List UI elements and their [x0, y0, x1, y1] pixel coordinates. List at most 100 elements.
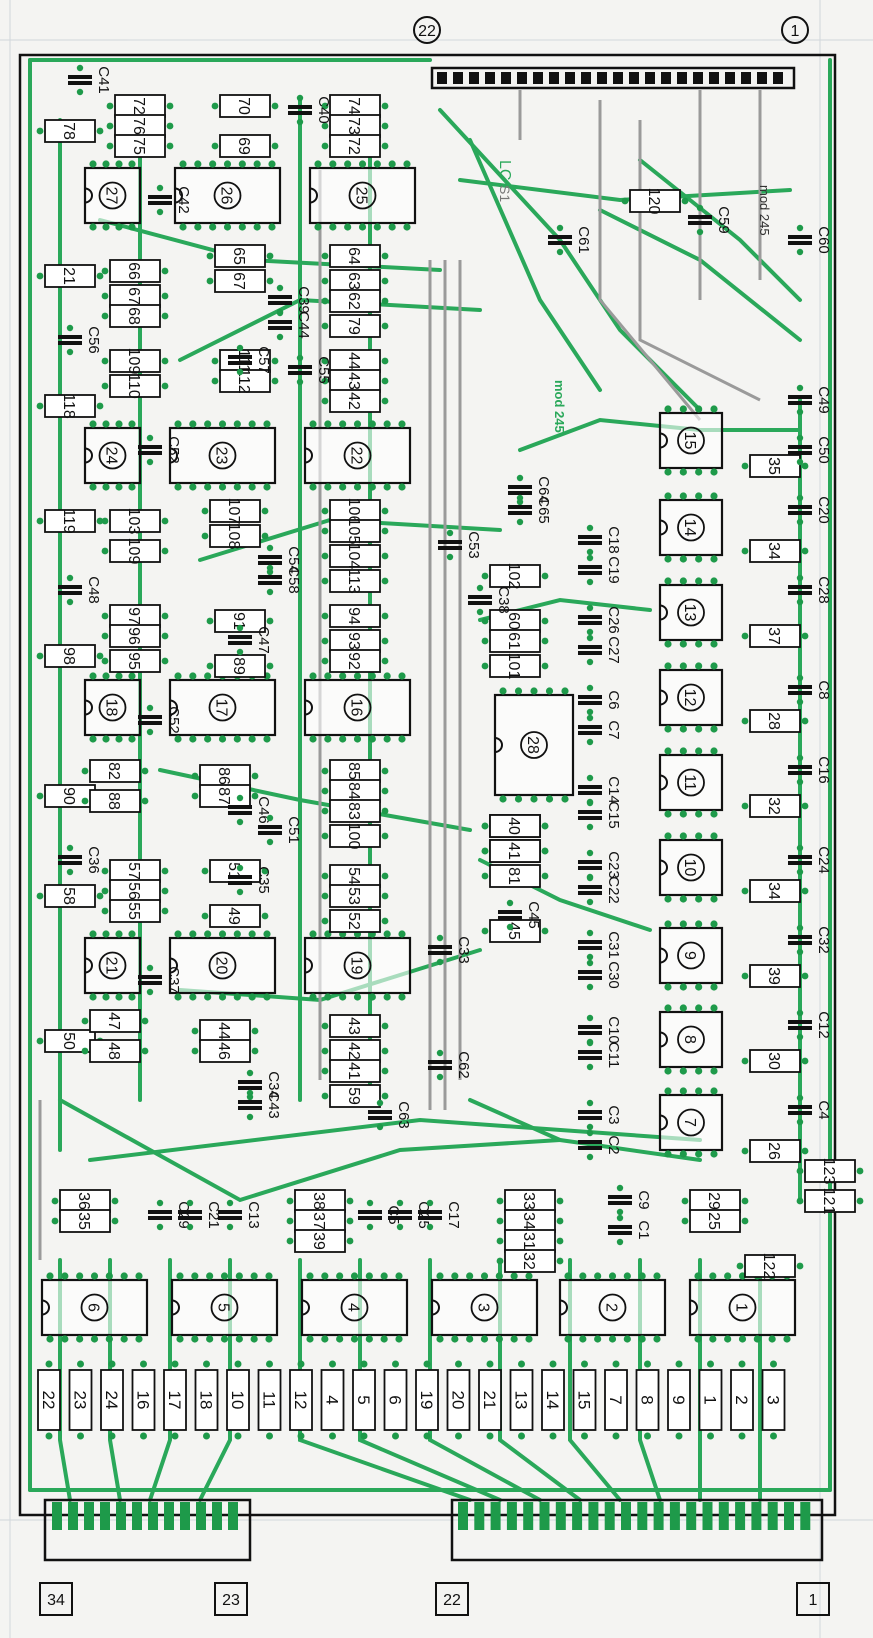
capacitor-label: C59	[715, 206, 732, 234]
resistor-lead	[101, 632, 109, 640]
resistor-53: 53	[321, 884, 389, 908]
ic-number-ring	[340, 1293, 369, 1322]
resistor-lead	[321, 1047, 329, 1055]
pad-pin	[644, 1360, 651, 1368]
capacitor-lead	[396, 1223, 404, 1231]
capacitor-lead	[586, 1014, 594, 1022]
ic-26: 26	[173, 160, 282, 231]
pad-body	[37, 1369, 61, 1431]
edge-finger	[621, 1502, 631, 1530]
ic-pin	[545, 795, 554, 803]
capacitor-label: C49	[815, 386, 832, 414]
ic-number: 7	[681, 1118, 698, 1127]
resistor-lead	[381, 1067, 389, 1075]
resistor-lead	[681, 197, 689, 205]
ic-pin	[495, 1335, 503, 1343]
capacitor-label: C26	[605, 606, 622, 634]
ic-pin	[128, 672, 136, 680]
capacitor-lead	[276, 309, 284, 317]
ic-number: 28	[524, 736, 541, 754]
pad-14: 14	[541, 1360, 565, 1440]
ic-pin	[679, 895, 687, 903]
ic-body	[83, 678, 142, 737]
resistor-37: 37	[741, 624, 809, 648]
resistor-body	[44, 884, 96, 908]
ic-pin	[738, 1335, 747, 1343]
ic-pin	[623, 1272, 631, 1280]
resistor-body	[804, 1159, 856, 1183]
ic-pin	[710, 492, 718, 500]
resistor-72: 72	[321, 134, 389, 158]
resistor-label: 28	[765, 712, 782, 730]
resistor-label: 49	[225, 907, 242, 925]
capacitor-lead	[796, 948, 804, 956]
capacitor-lead	[146, 988, 154, 996]
pad-pin	[455, 1432, 462, 1440]
ic-pin	[115, 483, 123, 491]
pad-11: 11	[257, 1360, 282, 1440]
resistor-lead	[321, 1022, 329, 1030]
resistor-label: 56	[125, 882, 142, 900]
resistor-label: 105	[345, 518, 362, 545]
resistor-34: 34	[741, 539, 809, 563]
pad-2: 2	[730, 1360, 754, 1440]
resistor-lead	[741, 1197, 749, 1205]
capacitor-label: C3	[605, 1105, 622, 1124]
pad-body	[478, 1369, 502, 1431]
edge-finger	[653, 1502, 664, 1530]
pad-pin	[549, 1432, 557, 1440]
ic-17: 17	[168, 672, 277, 743]
resistor-body	[219, 94, 271, 118]
pad-13: 13	[509, 1360, 534, 1440]
resistor-lead	[381, 552, 389, 560]
board-text-mod-1: mod 245	[552, 380, 567, 433]
resistor-body	[329, 604, 381, 628]
capacitor-lead	[266, 544, 274, 552]
pad-pin	[486, 1432, 494, 1440]
capacitor-C30: C30	[578, 959, 622, 991]
pad-pin	[455, 1360, 462, 1368]
header-pin	[517, 72, 527, 84]
resistor-lead	[481, 822, 489, 830]
edge-finger	[718, 1502, 729, 1530]
resistor-lead	[321, 357, 329, 365]
ic-pin	[46, 1335, 54, 1343]
resistor-lead	[101, 382, 109, 390]
resistor-79: 79	[321, 314, 389, 338]
capacitor-lead	[66, 844, 74, 852]
ic-pin	[176, 1335, 184, 1343]
resistor-label: 83	[345, 802, 362, 820]
resistor-label: 94	[345, 607, 362, 625]
ic-pin	[174, 420, 182, 428]
pad-label: 19	[417, 1391, 436, 1410]
capacitor-lead	[796, 574, 804, 582]
ic-pin	[710, 662, 718, 670]
ic-number-ring	[677, 426, 705, 455]
resistor-lead	[161, 382, 169, 390]
ic-body	[558, 1278, 667, 1337]
pad-body	[509, 1369, 534, 1431]
resistor-76: 76	[106, 114, 174, 138]
pad-16: 16	[131, 1360, 156, 1440]
ic-23: 23	[168, 420, 277, 491]
resistor-lead	[191, 1047, 199, 1055]
resistor-lead	[321, 552, 329, 560]
capacitor-label: C5	[385, 1205, 402, 1224]
resistor-84: 84	[321, 779, 389, 803]
edge-finger	[555, 1502, 566, 1530]
pad-pin	[234, 1432, 242, 1440]
ic-number-ring	[677, 513, 705, 542]
resistor-lead	[96, 652, 104, 660]
resistor-lead	[381, 832, 389, 840]
capacitor-lead	[796, 248, 804, 256]
pad-pin	[329, 1360, 336, 1368]
resistor-lead	[201, 912, 209, 920]
ic-number-ring	[348, 181, 377, 210]
resistor-label: 120	[645, 188, 662, 215]
resistor-lead	[801, 802, 809, 810]
capacitor-lead	[156, 184, 164, 192]
capacitor-C43: C43	[238, 1089, 282, 1121]
resistor-lead	[106, 142, 114, 150]
resistor-102: 102	[481, 563, 549, 589]
capacitor-C21: C21	[178, 1199, 222, 1231]
